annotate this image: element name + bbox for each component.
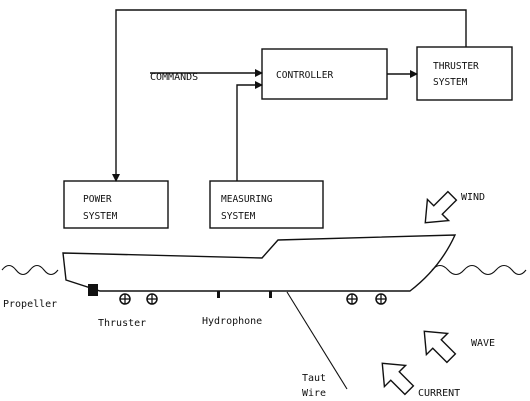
ship-hull bbox=[62, 234, 457, 292]
wind-label: WIND bbox=[461, 192, 485, 203]
propeller-icon bbox=[88, 284, 98, 296]
ship bbox=[62, 234, 457, 390]
commands-label: COMMANDS bbox=[150, 72, 198, 83]
water-surface-right bbox=[431, 264, 527, 276]
feedback-power-line bbox=[112, 9, 467, 182]
taut-wire-label-2: Wire bbox=[302, 388, 326, 399]
thruster-system-label-1: THRUSTER bbox=[433, 61, 479, 72]
measuring-system-label-2: SYSTEM bbox=[221, 211, 256, 222]
power-system-block: POWER SYSTEM bbox=[63, 180, 169, 229]
controller-block: CONTROLLER bbox=[261, 48, 388, 100]
wind-arrow-icon bbox=[424, 190, 458, 224]
controller-label: CONTROLLER bbox=[276, 70, 333, 81]
measuring-to-controller-arrow bbox=[236, 81, 263, 181]
power-system-label-1: POWER bbox=[83, 194, 112, 205]
thruster-icon bbox=[119, 293, 131, 305]
hydrophone-icon bbox=[269, 291, 272, 298]
thruster-icon bbox=[346, 293, 358, 305]
thruster-label: Thruster bbox=[98, 318, 146, 329]
hydrophone-icon bbox=[217, 291, 220, 298]
current-label: CURRENT bbox=[418, 388, 460, 399]
thruster-icon bbox=[146, 293, 158, 305]
measuring-system-label-1: MEASURING bbox=[221, 194, 273, 205]
taut-wire bbox=[286, 291, 348, 390]
measuring-system-block: MEASURING SYSTEM bbox=[209, 180, 324, 229]
thruster-system-label-2: SYSTEM bbox=[433, 77, 468, 88]
wave-label: WAVE bbox=[471, 338, 495, 349]
hydrophone-label: Hydrophone bbox=[202, 316, 262, 327]
current-arrow-icon bbox=[381, 362, 415, 396]
wave-arrow-icon bbox=[423, 330, 457, 364]
power-system-label-2: SYSTEM bbox=[83, 211, 118, 222]
thruster-icon bbox=[375, 293, 387, 305]
propeller-label: Propeller bbox=[3, 299, 57, 310]
thruster-system-block: THRUSTER SYSTEM bbox=[416, 46, 513, 101]
water-surface-left bbox=[1, 264, 59, 276]
taut-wire-label-1: Taut bbox=[302, 373, 326, 384]
